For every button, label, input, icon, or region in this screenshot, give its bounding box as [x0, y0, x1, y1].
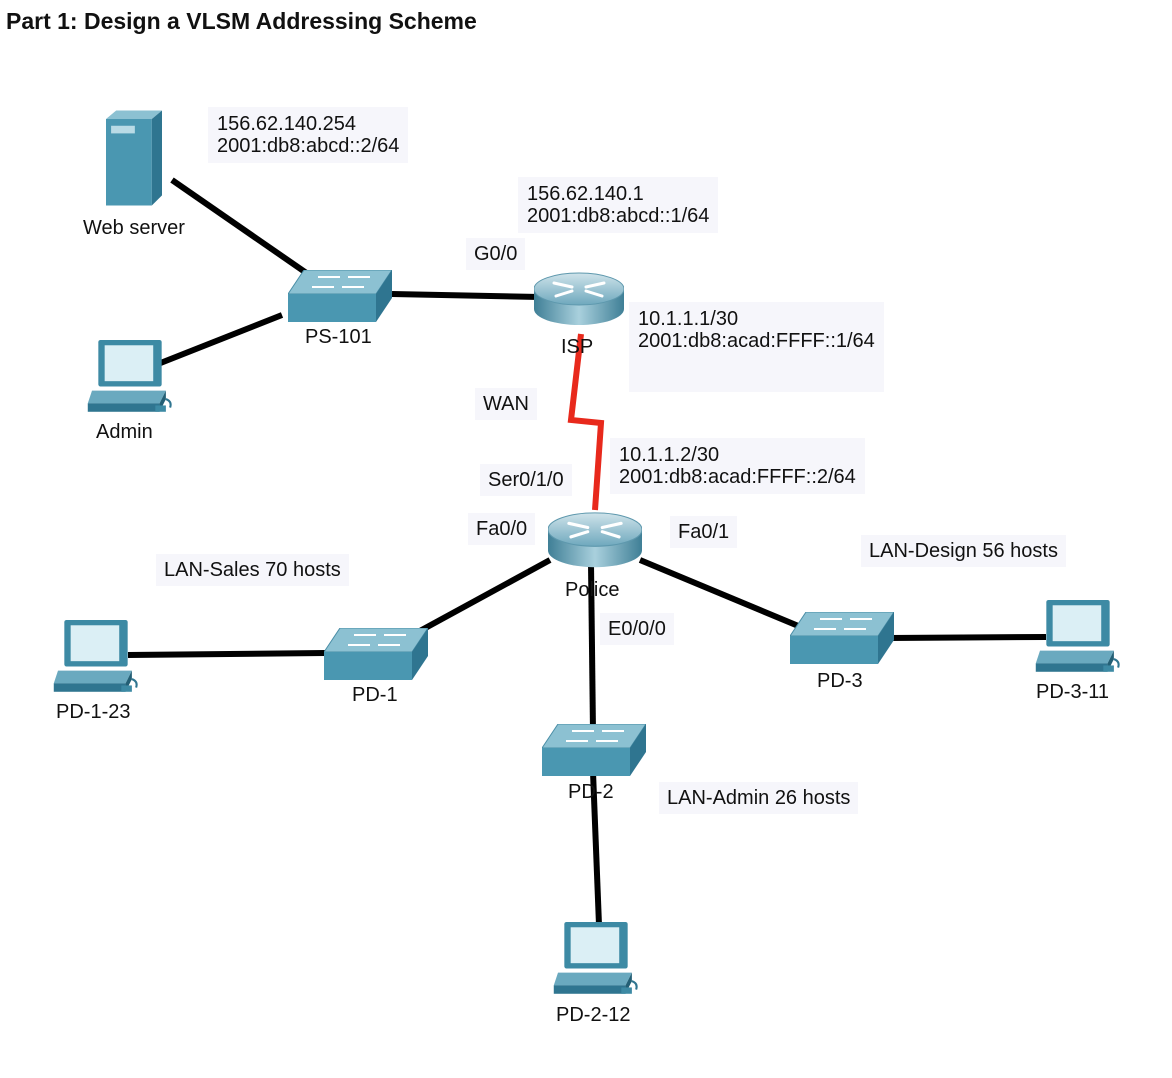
router-icon[interactable] — [548, 511, 642, 568]
device-label-pd2: PD-2 — [568, 781, 614, 803]
device-label-police: Police — [565, 579, 620, 601]
police-wan-ipv4: 10.1.1.2/30 — [619, 444, 720, 466]
isp-g00-ipv4: 156.62.140.1 — [527, 183, 644, 205]
lan-admin-label: LAN-Admin 26 hosts — [659, 782, 859, 814]
device-label-admin: Admin — [96, 421, 153, 443]
link-admin-ps101 — [156, 312, 284, 367]
link-police-pd2 — [588, 563, 596, 733]
interface-police-fa00: Fa0/0 — [468, 513, 536, 545]
wan-link — [567, 333, 605, 511]
web-server-ipv6: 2001:db8:abcd::2/64 — [217, 135, 400, 157]
server-icon[interactable] — [106, 110, 162, 206]
pc-icon[interactable] — [552, 922, 638, 995]
device-label-ps101: PS-101 — [305, 326, 372, 348]
interface-police-ser010: Ser0/1/0 — [480, 464, 572, 496]
interface-isp-g00: G0/0 — [466, 238, 526, 270]
link-pd3-pd3-11 — [883, 634, 1047, 641]
lan-sales-label: LAN-Sales 70 hosts — [156, 554, 349, 586]
pc-icon[interactable] — [1034, 600, 1120, 673]
address-box-web-server: 156.62.140.254 2001:db8:abcd::2/64 — [208, 107, 409, 163]
pc-icon[interactable] — [86, 340, 172, 413]
page-title: Part 1: Design a VLSM Addressing Scheme — [6, 8, 477, 34]
link-police-pd3 — [638, 557, 810, 633]
switch-icon[interactable] — [288, 270, 392, 322]
device-label-isp: ISP — [561, 336, 594, 358]
device-label-web-server: Web server — [83, 217, 185, 239]
interface-wan: WAN — [475, 388, 537, 420]
switch-icon[interactable] — [790, 612, 894, 664]
router-icon[interactable] — [534, 271, 624, 326]
police-wan-ipv6: 2001:db8:acad:FFFF::2/64 — [619, 466, 856, 488]
link-ps101-isp — [391, 291, 541, 300]
link-webserver-ps101 — [170, 177, 320, 284]
device-label-pd3-11: PD-3-11 — [1036, 681, 1109, 703]
address-box-police-wan: 10.1.1.2/30 2001:db8:acad:FFFF::2/64 — [610, 438, 865, 494]
link-pd2-pd2-12 — [590, 771, 602, 926]
isp-g00-ipv6: 2001:db8:abcd::1/64 — [527, 205, 710, 227]
isp-wan-ipv6: 2001:db8:acad:FFFF::1/64 — [638, 330, 875, 352]
address-box-isp-g00: 156.62.140.1 2001:db8:abcd::1/64 — [518, 177, 719, 233]
device-label-pd3: PD-3 — [817, 670, 863, 692]
lan-design-label: LAN-Design 56 hosts — [861, 535, 1066, 567]
device-label-pd2-12: PD-2-12 — [556, 1004, 631, 1026]
link-police-pd1 — [416, 557, 552, 635]
isp-wan-ipv4: 10.1.1.1/30 — [638, 308, 739, 330]
device-label-pd1: PD-1 — [352, 684, 398, 706]
interface-police-fa01: Fa0/1 — [670, 516, 738, 548]
device-label-pd1-23: PD-1-23 — [56, 701, 131, 723]
address-box-isp-wan: 10.1.1.1/30 2001:db8:acad:FFFF::1/64 — [629, 302, 884, 392]
link-pd1-pd1-23 — [127, 650, 326, 658]
interface-police-e000: E0/0/0 — [600, 613, 674, 645]
switch-icon[interactable] — [542, 724, 646, 776]
switch-icon[interactable] — [324, 628, 428, 680]
web-server-ipv4: 156.62.140.254 — [217, 113, 357, 135]
pc-icon[interactable] — [52, 620, 138, 693]
